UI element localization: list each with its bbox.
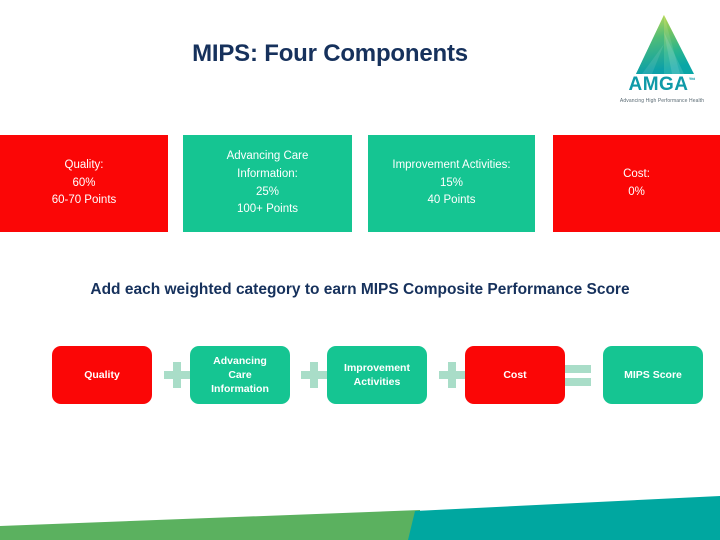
amga-wordmark: AMGA™ [614,74,710,96]
summary-headline: Add each weighted category to earn MIPS … [90,281,630,298]
amga-tagline: Advancing High Performance Health [619,98,705,104]
weight-box-aci-label-line1: Advancing Care [226,149,309,162]
weight-box-cost-weight: 0% [628,185,645,198]
weight-box-quality: Quality: 60% 60-70 Points [0,135,168,232]
equation-box-improvement-activities: Improvement Activities [327,346,427,404]
weight-box-ia-label: Improvement Activities: [392,158,511,171]
equation-box-aci-line2: Care [228,368,252,381]
bottom-decorative-band [0,468,720,540]
equation-box-ia-line2: Activities [353,376,401,388]
weight-box-aci-points: 100+ Points [236,203,299,216]
weight-box-advancing-care-information: Advancing Care Information: 25% 100+ Poi… [183,135,352,232]
weight-box-cost: Cost: 0% [553,135,720,232]
weight-box-cost-label: Cost: [623,167,650,180]
equation-box-cost: Cost [465,346,565,404]
amga-wordmark-text: AMGA [628,74,689,95]
equation-box-cost-label: Cost [503,368,527,381]
plus-sign-icon [437,360,467,390]
equation-box-aci-line3: Information [211,383,269,396]
weight-box-improvement-activities: Improvement Activities: 15% 40 Points [368,135,535,232]
triangle-mountain-icon [628,14,696,76]
weight-box-aci-label-line2: Information: [237,167,298,180]
weight-box-ia-weight: 15% [439,176,464,189]
equation-box-aci-line1: Advancing [213,354,267,367]
mips-score-equation: Quality Advancing Care Information Impro… [0,346,720,406]
equals-sign-icon [563,360,593,390]
amga-logo: AMGA™ Advancing High Performance Health [614,14,710,114]
equation-box-advancing-care-information: Advancing Care Information [190,346,290,404]
equation-box-mips-score-label: MIPS Score [624,368,682,381]
weight-box-quality-weight: 60% [72,176,96,189]
weight-box-quality-label: Quality: [64,158,104,171]
page-title: MIPS: Four Components [192,40,468,67]
equation-box-quality-label: Quality [84,368,120,381]
equation-box-ia-line1: Improvement [344,361,410,374]
plus-sign-icon [299,360,329,390]
plus-sign-icon [162,360,192,390]
amga-trademark: ™ [688,77,696,85]
equation-box-mips-score: MIPS Score [603,346,703,404]
weight-box-ia-points: 40 Points [427,194,476,207]
weight-box-quality-points: 60-70 Points [51,194,117,207]
equation-box-quality: Quality [52,346,152,404]
weight-box-aci-weight: 25% [255,185,280,198]
